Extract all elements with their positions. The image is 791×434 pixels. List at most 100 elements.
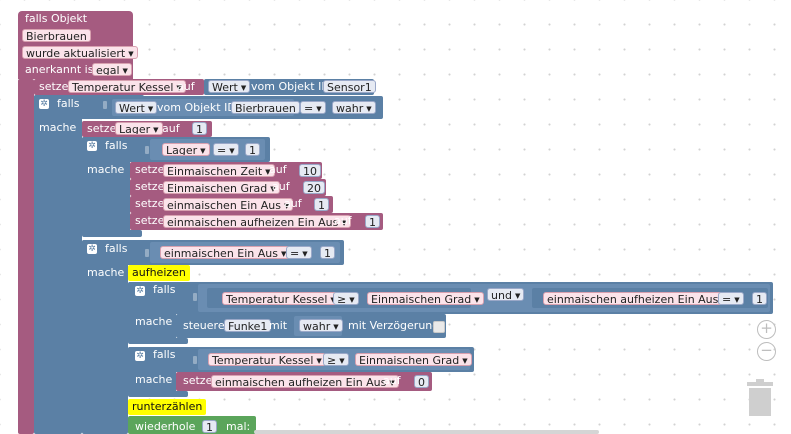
trigger-ack-dropdown[interactable]: egal▼ [92,63,132,76]
variable-name: Temperatur Kessel [226,293,328,305]
zoom-out-button[interactable]: − [757,342,776,361]
operator-dropdown[interactable]: ≥▼ [323,353,349,366]
repeat-count-field[interactable]: 1 [202,420,217,433]
variable-dropdown[interactable]: Lager▼ [115,122,163,135]
variable-dropdown[interactable]: Temperatur Kessel▼ [68,80,186,93]
number-value: 0 [418,376,425,388]
falls-label: falls [153,283,176,296]
value-type-dropdown[interactable]: Wert▼ [115,101,158,114]
chevron-down-icon: ▼ [366,105,372,113]
variable-name: Lager [119,123,151,135]
variable-dropdown[interactable]: Einmaischen Zeit▼ [163,164,275,177]
operator-dropdown[interactable]: =▼ [718,292,744,305]
chevron-down-icon: ▼ [734,296,740,304]
variable-dropdown[interactable]: einmaischen aufheizen Ein Aus▼ [163,215,351,228]
variable-name: einmaischen aufheizen Ein Aus [547,293,719,305]
chevron-down-icon: ▼ [514,292,521,300]
chevron-down-icon: ▼ [281,250,287,258]
chevron-down-icon: ▼ [153,126,159,134]
variable-dropdown[interactable]: Einmaischen Grad▼ [355,353,472,366]
number-value: 1 [324,247,331,259]
logic-operator-dropdown[interactable]: und▼ [487,288,525,301]
device-id-field[interactable]: Funke1 [224,319,272,332]
delay-checkbox[interactable] [433,321,445,333]
auf-label: auf [162,122,180,135]
operator-dropdown[interactable]: =▼ [213,143,239,156]
trash-icon-graphic [747,379,773,416]
setze-label: setze [87,122,117,135]
variable-dropdown[interactable]: Temperatur Kessel▼ [208,353,326,366]
gear-icon[interactable]: ✲ [87,141,97,151]
variable-dropdown[interactable]: Temperatur Kessel▼ [222,292,340,305]
chevron-down-icon: ▼ [333,323,339,331]
number-field[interactable]: 0 [414,375,429,388]
number-field[interactable]: 1 [192,122,207,135]
repeat-loop-block[interactable] [128,416,256,434]
object-id-field[interactable]: Bierbrauen [231,101,300,114]
trigger-object-label: Bierbrauen [26,30,87,42]
variable-dropdown[interactable]: einmaischen aufheizen Ein Aus▼ [211,375,399,388]
value-type-dropdown[interactable]: Wert▼ [208,80,251,93]
number-field[interactable]: 1 [320,246,335,259]
if-block-bierbrauen[interactable] [34,95,82,434]
number-field[interactable]: 1 [365,215,380,228]
gear-icon[interactable]: ✲ [87,244,97,254]
variable-dropdown[interactable]: Einmaischen Grad▼ [367,292,484,305]
operator-dropdown[interactable]: =▼ [300,101,326,114]
number-field[interactable]: 10 [299,164,321,177]
trigger-block-body[interactable] [18,79,34,434]
number-field[interactable]: 1 [752,292,767,305]
trigger-ack-value: egal [96,64,120,76]
boolean-dropdown[interactable]: wahr▼ [332,101,376,114]
gear-icon[interactable]: ✲ [135,286,145,296]
comment-runterzaehlen[interactable]: runterzählen [128,399,207,415]
variable-name: Einmaischen Grad [359,354,460,366]
if-block-temp-footer [128,338,188,344]
operator-dropdown[interactable]: =▼ [286,246,312,259]
comment-aufheizen[interactable]: aufheizen [128,265,190,281]
object-id-field[interactable]: Sensor1 [323,80,376,93]
falls-label: falls [57,97,80,110]
variable-dropdown[interactable]: Lager▼ [162,143,210,156]
number-field[interactable]: 20 [303,181,325,194]
chevron-down-icon: ▼ [284,202,290,210]
setze-label: setze [39,80,69,93]
chevron-down-icon: ▼ [302,250,308,258]
number-field[interactable]: 1 [245,143,260,156]
delay-label: mit Verzögerung [348,319,440,332]
auf-label: auf [334,214,352,227]
variable-name: Einmaischen Zeit [167,165,263,177]
chevron-down-icon: ▼ [349,296,355,304]
if-block-einaus[interactable] [82,240,128,434]
operator-label: = [217,144,227,156]
gear-icon[interactable]: ✲ [135,351,145,361]
variable-dropdown[interactable]: einmaischen aufheizen Ein Aus▼ [543,292,731,305]
number-field[interactable]: 1 [314,198,329,211]
chevron-down-icon: ▼ [122,67,128,75]
steuere-label: steuere [183,319,225,332]
variable-name: einmaischen Ein Aus [167,199,281,211]
chevron-down-icon: ▼ [270,185,276,193]
trash-icon[interactable] [747,379,773,417]
variable-name: Einmaischen Grad [167,182,268,194]
input-notch [193,356,197,364]
variable-name: Temperatur Kessel [212,354,314,366]
auf-label: auf [272,180,290,193]
setze-label: setze [183,374,213,387]
horizontal-scrollbar[interactable] [254,430,599,434]
variable-dropdown[interactable]: einmaischen Ein Aus▼ [160,246,291,259]
operator-dropdown[interactable]: ≥▼ [333,292,359,305]
variable-dropdown[interactable]: Einmaischen Grad▼ [163,181,280,194]
zoom-in-button[interactable]: + [757,320,776,339]
input-notch [145,249,149,257]
gear-icon[interactable]: ✲ [39,99,49,109]
boolean-dropdown[interactable]: wahr▼ [299,319,343,332]
object-id-label: vom Objekt ID [157,101,236,114]
variable-dropdown[interactable]: einmaischen Ein Aus▼ [163,198,294,211]
auf-label: auf [177,80,195,93]
chevron-down-icon: ▼ [462,357,468,365]
trigger-event-dropdown[interactable]: wurde aktualisiert▼ [22,46,138,59]
trigger-object-field[interactable]: Bierbrauen [22,29,91,42]
number-value: 1 [196,123,203,135]
